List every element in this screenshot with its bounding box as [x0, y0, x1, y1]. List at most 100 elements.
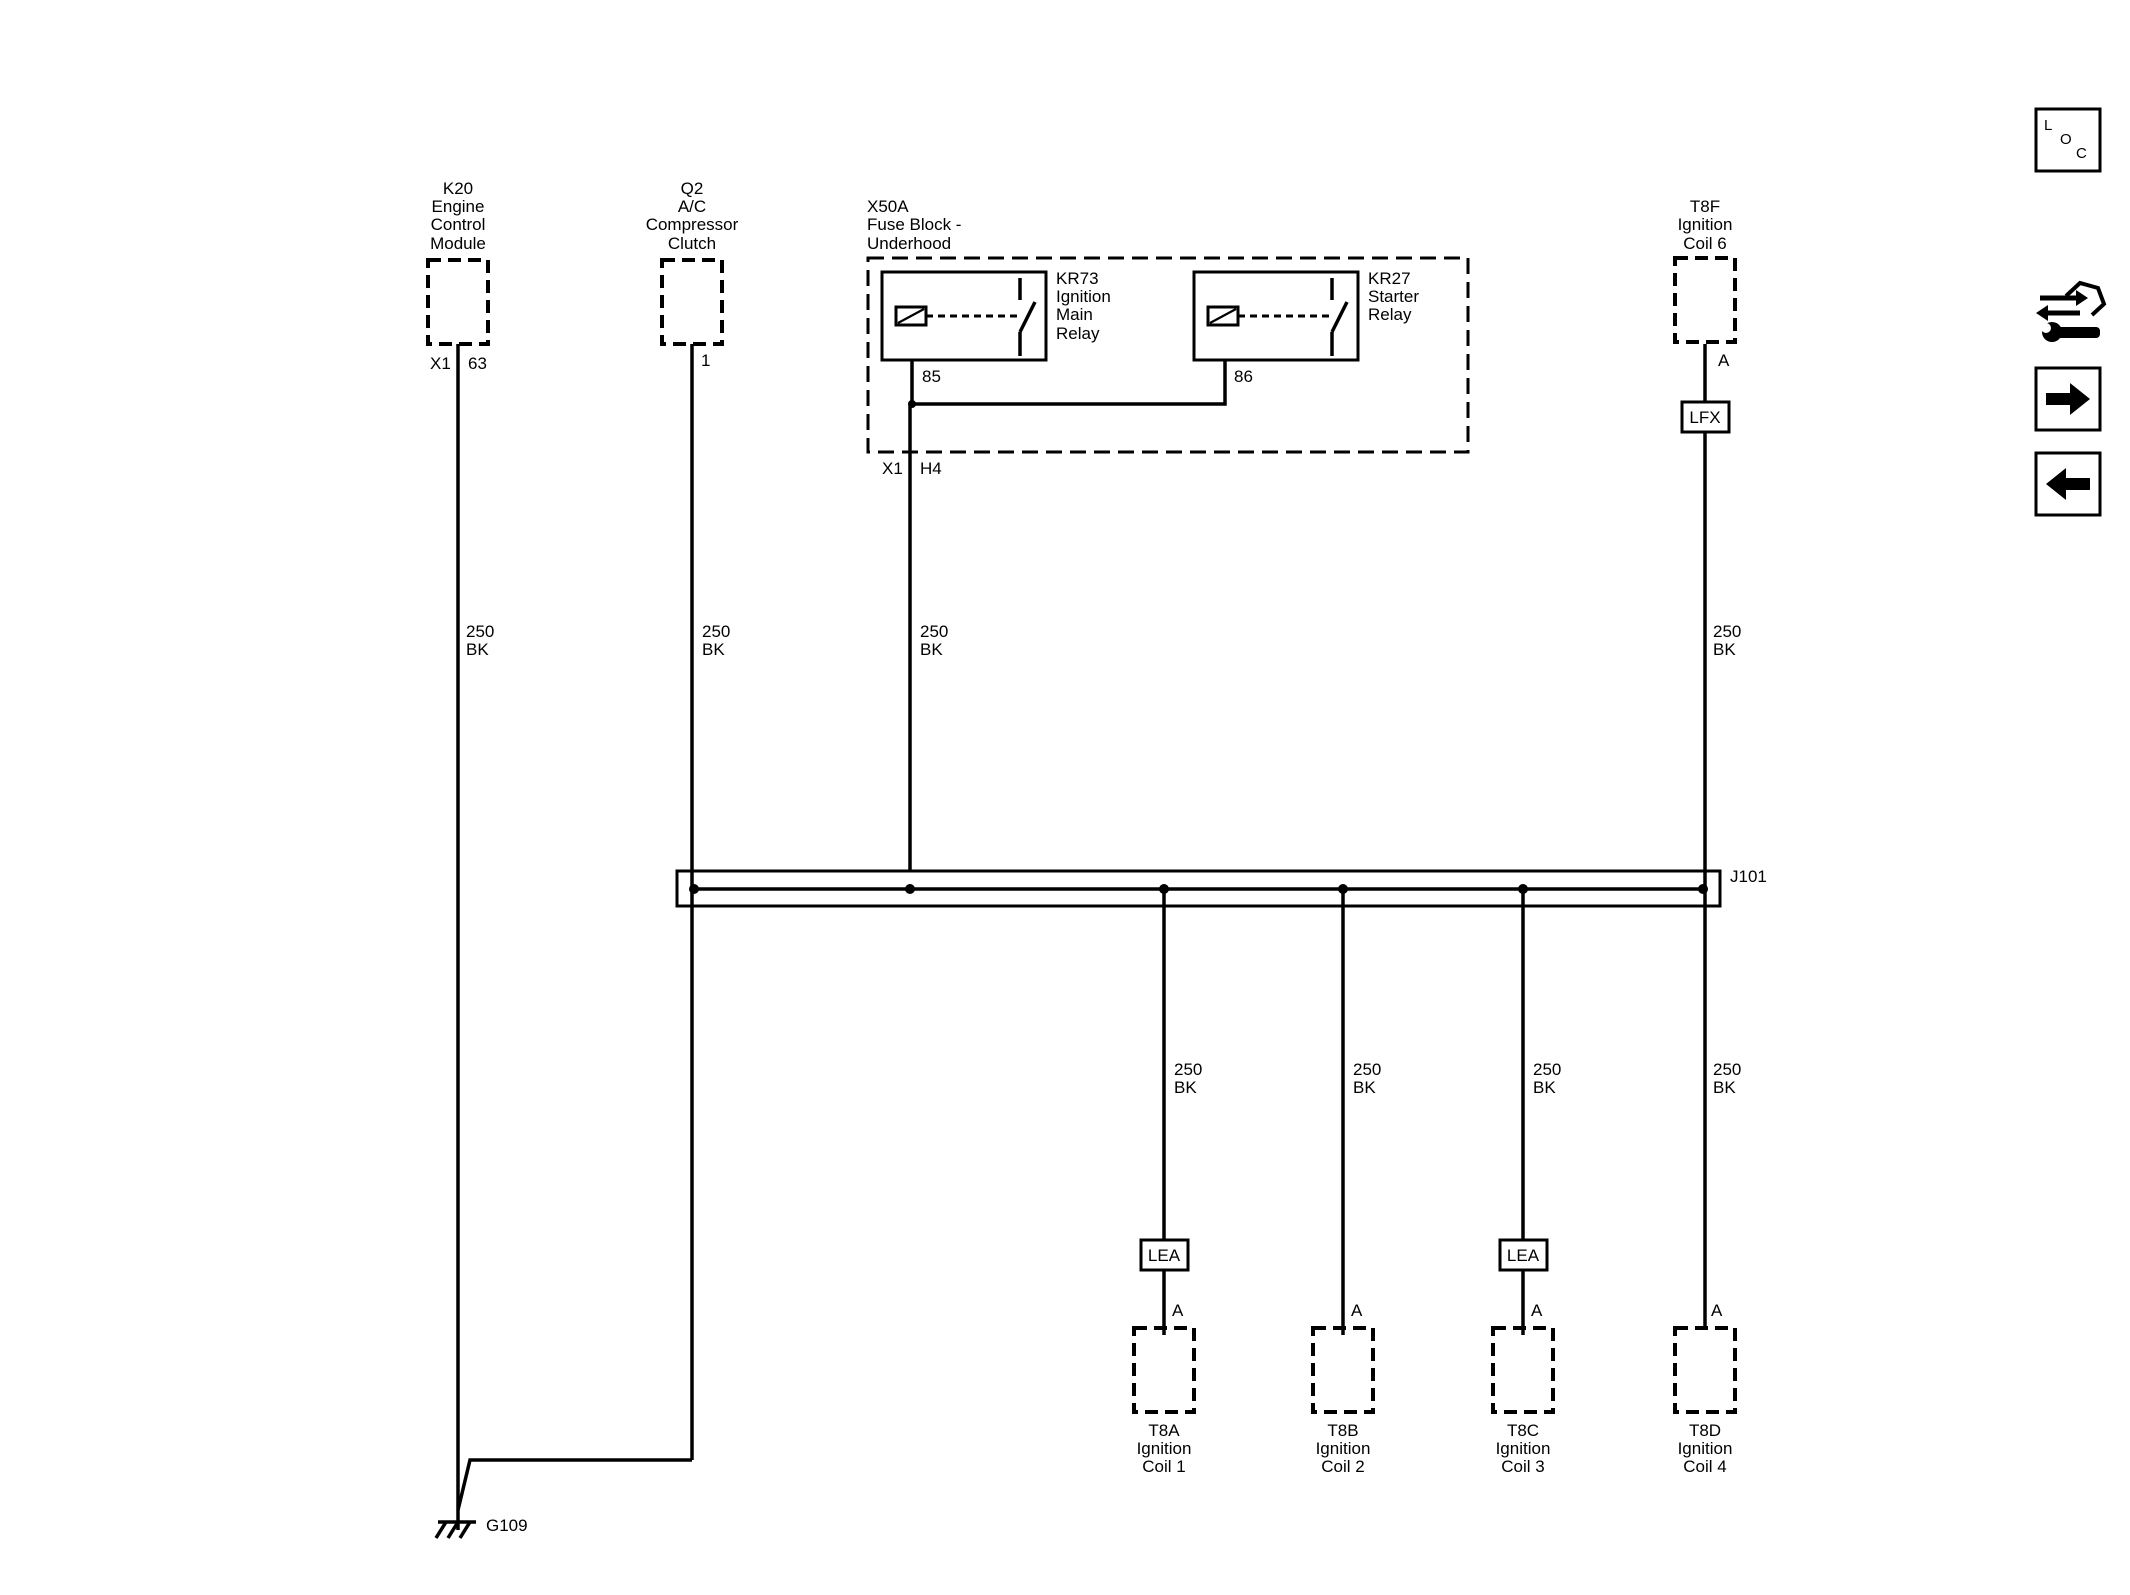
q2-id: Q2 — [681, 179, 704, 198]
t8d-id: T8D — [1689, 1421, 1721, 1440]
t8a-wire-gauge: 250 — [1174, 1060, 1202, 1079]
t8d-wire-gauge: 250 — [1713, 1060, 1741, 1079]
q2-wire-color: BK — [702, 640, 725, 659]
t8b-wire-gauge: 250 — [1353, 1060, 1381, 1079]
kr73-label-1: Ignition — [1056, 287, 1111, 306]
x50a-id: X50A — [867, 197, 909, 216]
kr27-switch-arm — [1330, 301, 1349, 333]
t8f-ignition-coil-6[interactable]: T8F Ignition Coil 6 — [1673, 197, 1737, 344]
t8a-label-2: Coil 1 — [1142, 1457, 1185, 1476]
j101-node-q2 — [689, 884, 699, 894]
t8f-id: T8F — [1690, 197, 1720, 216]
lea-option-tag-2 — [1498, 1238, 1549, 1272]
g109-label: G109 — [486, 1516, 528, 1535]
t8c-ignition-coil-3[interactable]: T8C Ignition Coil 3 — [1491, 1326, 1555, 1476]
t8d-label-2: Coil 4 — [1683, 1457, 1726, 1476]
t8a-pin-label: A — [1172, 1301, 1184, 1320]
connector-wrench-icon[interactable] — [2036, 280, 2107, 342]
t8b-pin-label: A — [1351, 1301, 1363, 1320]
t8f-label-2: Coil 6 — [1683, 234, 1726, 253]
t8a-label-1: Ignition — [1137, 1439, 1192, 1458]
t8f-pin-label: A — [1718, 351, 1730, 370]
q2-ac-compressor-clutch[interactable]: Q2 A/C Compressor Clutch — [646, 179, 739, 346]
kr73-coil-slash — [897, 308, 925, 324]
k20-wire-color: BK — [466, 640, 489, 659]
loc-button-box — [2034, 107, 2102, 173]
g109-ground[interactable]: G109 — [434, 1516, 528, 1539]
t8b-label-1: Ignition — [1316, 1439, 1371, 1458]
ground-hatch-1 — [434, 1521, 448, 1539]
k20-wire-gauge: 250 — [466, 622, 494, 641]
k20-engine-control-module[interactable]: K20 Engine Control Module — [426, 179, 490, 346]
kr73-id: KR73 — [1056, 269, 1099, 288]
t8b-ignition-coil-2[interactable]: T8B Ignition Coil 2 — [1311, 1326, 1375, 1476]
loc-letter-l: L — [2044, 117, 2052, 134]
t8c-id: T8C — [1507, 1421, 1539, 1440]
q2-wire-gauge: 250 — [702, 622, 730, 641]
kr73-label-2: Main — [1056, 305, 1093, 324]
loc-letter-c: C — [2076, 145, 2087, 162]
t8b-connector-box — [1311, 1326, 1375, 1414]
loc-button[interactable]: L O C — [2034, 107, 2102, 173]
kr73-ignition-main-relay[interactable]: KR73 Ignition Main Relay — [880, 269, 1111, 362]
t8a-ignition-coil-1[interactable]: T8A Ignition Coil 1 — [1132, 1326, 1196, 1476]
t8b-wire-color: BK — [1353, 1078, 1376, 1097]
t8f-wire-gauge: 250 — [1713, 622, 1741, 641]
lea-option-tag-1 — [1139, 1238, 1190, 1272]
q2-label-2: Compressor — [646, 215, 739, 234]
x50a-label-1: Fuse Block - — [867, 215, 961, 234]
t8c-connector-box — [1491, 1326, 1555, 1414]
k20-connector-label: X1 — [430, 354, 451, 373]
lea-option-label-2: LEA — [1507, 1246, 1540, 1265]
q2-label-3: Clutch — [668, 234, 716, 253]
t8d-ignition-coil-4[interactable]: T8D Ignition Coil 4 — [1673, 1326, 1737, 1476]
x50a-enclosure — [866, 256, 1470, 454]
next-page-button[interactable] — [2034, 366, 2102, 432]
previous-page-button[interactable] — [2034, 451, 2102, 517]
j101-splice[interactable] — [675, 869, 1722, 908]
ground-hatch-2 — [446, 1521, 460, 1539]
t8f-label-1: Ignition — [1678, 215, 1733, 234]
t8d-connector-box — [1673, 1326, 1737, 1414]
k20-label-1: Engine — [432, 197, 485, 216]
lea-option-label-1: LEA — [1148, 1246, 1181, 1265]
k20-connector-box — [426, 258, 490, 346]
t8d-label-1: Ignition — [1678, 1439, 1733, 1458]
q2-ground-jumper — [456, 1458, 692, 1511]
t8c-wire-gauge: 250 — [1533, 1060, 1561, 1079]
arrow-right-icon — [2046, 383, 2090, 415]
kr73-switch-arm — [1018, 301, 1037, 333]
j101-node-t8d — [1698, 884, 1708, 894]
loc-letter-o: O — [2060, 131, 2072, 148]
t8c-label-2: Coil 3 — [1501, 1457, 1544, 1476]
lfx-option-label: LFX — [1689, 408, 1720, 427]
lfx-option-tag — [1680, 400, 1731, 434]
t8a-id: T8A — [1148, 1421, 1180, 1440]
k20-pin-label: 63 — [468, 354, 487, 373]
k20-id: K20 — [443, 179, 473, 198]
j101-node-x50a — [905, 884, 915, 894]
q2-pin-label: 1 — [701, 351, 710, 370]
t8f-connector-box — [1673, 256, 1737, 344]
j101-label: J101 — [1730, 867, 1767, 886]
kr27-pin-label: 86 — [1234, 367, 1253, 386]
x50a-label-2: Underhood — [867, 234, 951, 253]
t8a-wire-color: BK — [1174, 1078, 1197, 1097]
kr27-label-1: Starter — [1368, 287, 1419, 306]
t8a-connector-box — [1132, 1326, 1196, 1414]
t8b-id: T8B — [1327, 1421, 1358, 1440]
kr27-starter-relay[interactable]: KR27 Starter Relay — [1192, 269, 1419, 362]
t8b-label-2: Coil 2 — [1321, 1457, 1364, 1476]
x50a-connector-label: X1 — [882, 459, 903, 478]
k20-label-3: Module — [430, 234, 486, 253]
kr27-id: KR27 — [1368, 269, 1411, 288]
kr27-coil-slash — [1209, 308, 1237, 324]
t8c-wire-color: BK — [1533, 1078, 1556, 1097]
x50a-fuse-block[interactable]: X50A Fuse Block - Underhood — [866, 197, 1470, 454]
x50a-wire-gauge: 250 — [920, 622, 948, 641]
relay-coil-ground-wire — [910, 360, 1227, 406]
t8c-pin-label: A — [1531, 1301, 1543, 1320]
t8c-label-1: Ignition — [1496, 1439, 1551, 1458]
q2-connector-box — [660, 258, 724, 346]
